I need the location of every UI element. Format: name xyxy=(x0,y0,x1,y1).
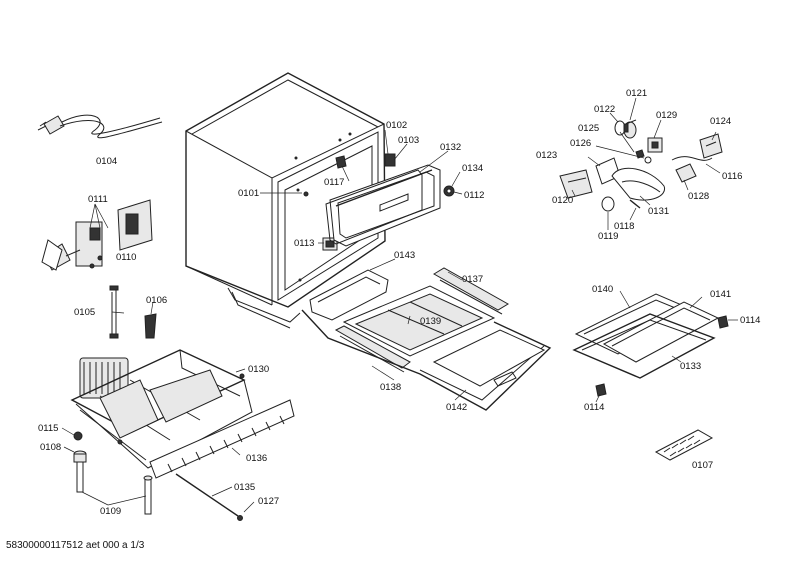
label-0111: 0111 xyxy=(88,194,108,205)
label-0120: 0120 xyxy=(552,195,573,206)
part-0138-rail xyxy=(334,325,411,373)
part-0131-lamp-housing xyxy=(611,167,666,201)
label-0116: 0116 xyxy=(722,171,742,182)
part-0139-shelf xyxy=(342,285,496,357)
label-0102: 0102 xyxy=(386,120,407,131)
label-0129: 0129 xyxy=(656,110,677,121)
label-0122: 0122 xyxy=(594,104,615,115)
part-0122-bulb xyxy=(614,120,629,136)
part-0117-bracket xyxy=(335,155,347,169)
part-0128-connector xyxy=(675,163,697,183)
part-0110-fan-assembly xyxy=(41,199,153,271)
part-0126-washer xyxy=(644,156,652,164)
label-0104: 0104 xyxy=(96,156,117,167)
label-0114-upper: 0114 xyxy=(740,315,760,326)
part-0116-cable xyxy=(671,156,713,161)
label-0128: 0128 xyxy=(688,191,709,202)
part-0109-foot xyxy=(143,475,153,515)
label-0140: 0140 xyxy=(592,284,613,295)
label-0142: 0142 xyxy=(446,402,467,413)
part-0106-clip xyxy=(144,313,157,339)
label-0114-lower: 0114 xyxy=(584,402,604,413)
label-0117: 0117 xyxy=(324,177,344,188)
label-0108: 0108 xyxy=(40,442,61,453)
label-0123: 0123 xyxy=(536,150,557,161)
part-0129-holder xyxy=(647,137,663,153)
label-0107: 0107 xyxy=(692,460,713,471)
part-0107-ice-tray xyxy=(654,429,714,461)
label-0137: 0137 xyxy=(462,274,483,285)
part-0104-power-cord xyxy=(37,114,163,139)
part-0118-pin xyxy=(629,199,641,209)
label-0143: 0143 xyxy=(394,250,415,261)
label-0138: 0138 xyxy=(380,382,401,393)
part-labels: 0101 0102 0103 0132 0134 0112 0117 0113 … xyxy=(38,88,760,517)
part-0120-lamp-cover xyxy=(559,169,593,199)
label-0103: 0103 xyxy=(398,135,419,146)
part-0114-clip-upper xyxy=(717,315,729,329)
part-0114-clip-lower xyxy=(595,383,607,397)
label-0118: 0118 xyxy=(614,221,634,232)
label-0135: 0135 xyxy=(234,482,255,493)
part-0103-door-seal xyxy=(325,169,423,245)
label-0124: 0124 xyxy=(710,116,731,127)
document-id: 58300000117512 aet 000 a 1/3 xyxy=(6,540,145,551)
label-0127: 0127 xyxy=(258,496,279,507)
label-0109: 0109 xyxy=(100,506,121,517)
part-0112-clip xyxy=(443,185,455,197)
part-0137-rail xyxy=(433,267,509,315)
part-0142-tray-frame xyxy=(301,309,552,411)
label-0101: 0101 xyxy=(238,188,259,199)
label-0115: 0115 xyxy=(38,423,58,434)
label-0121: 0121 xyxy=(626,88,647,99)
label-0112: 0112 xyxy=(464,190,484,201)
label-0131: 0131 xyxy=(648,206,669,217)
part-0102-hinge xyxy=(384,153,396,167)
label-0126: 0126 xyxy=(570,138,591,149)
part-0119-knob xyxy=(601,196,615,212)
part-0135-rod xyxy=(175,473,243,521)
part-0136-grille xyxy=(149,399,295,479)
part-0108-foot xyxy=(73,450,87,493)
label-0119: 0119 xyxy=(598,231,618,242)
label-0133: 0133 xyxy=(680,361,701,372)
label-0113: 0113 xyxy=(294,238,314,249)
part-0115-bumper xyxy=(73,431,83,441)
label-0105: 0105 xyxy=(74,307,95,318)
label-0139: 0139 xyxy=(420,316,441,327)
label-0134: 0134 xyxy=(462,163,483,174)
label-0136: 0136 xyxy=(246,453,267,464)
part-0132-freezer-door xyxy=(329,164,441,247)
part-0143-tray xyxy=(309,269,389,321)
label-0125: 0125 xyxy=(578,123,599,134)
part-0133-shelf-frame xyxy=(572,313,716,379)
leader-lines xyxy=(61,97,738,513)
part-0130-base-frame xyxy=(70,349,253,469)
label-0110: 0110 xyxy=(116,252,136,263)
label-0130: 0130 xyxy=(248,364,269,375)
part-0124-cover xyxy=(699,133,723,159)
label-0132: 0132 xyxy=(440,142,461,153)
label-0106: 0106 xyxy=(146,295,167,306)
label-0141: 0141 xyxy=(710,289,731,300)
